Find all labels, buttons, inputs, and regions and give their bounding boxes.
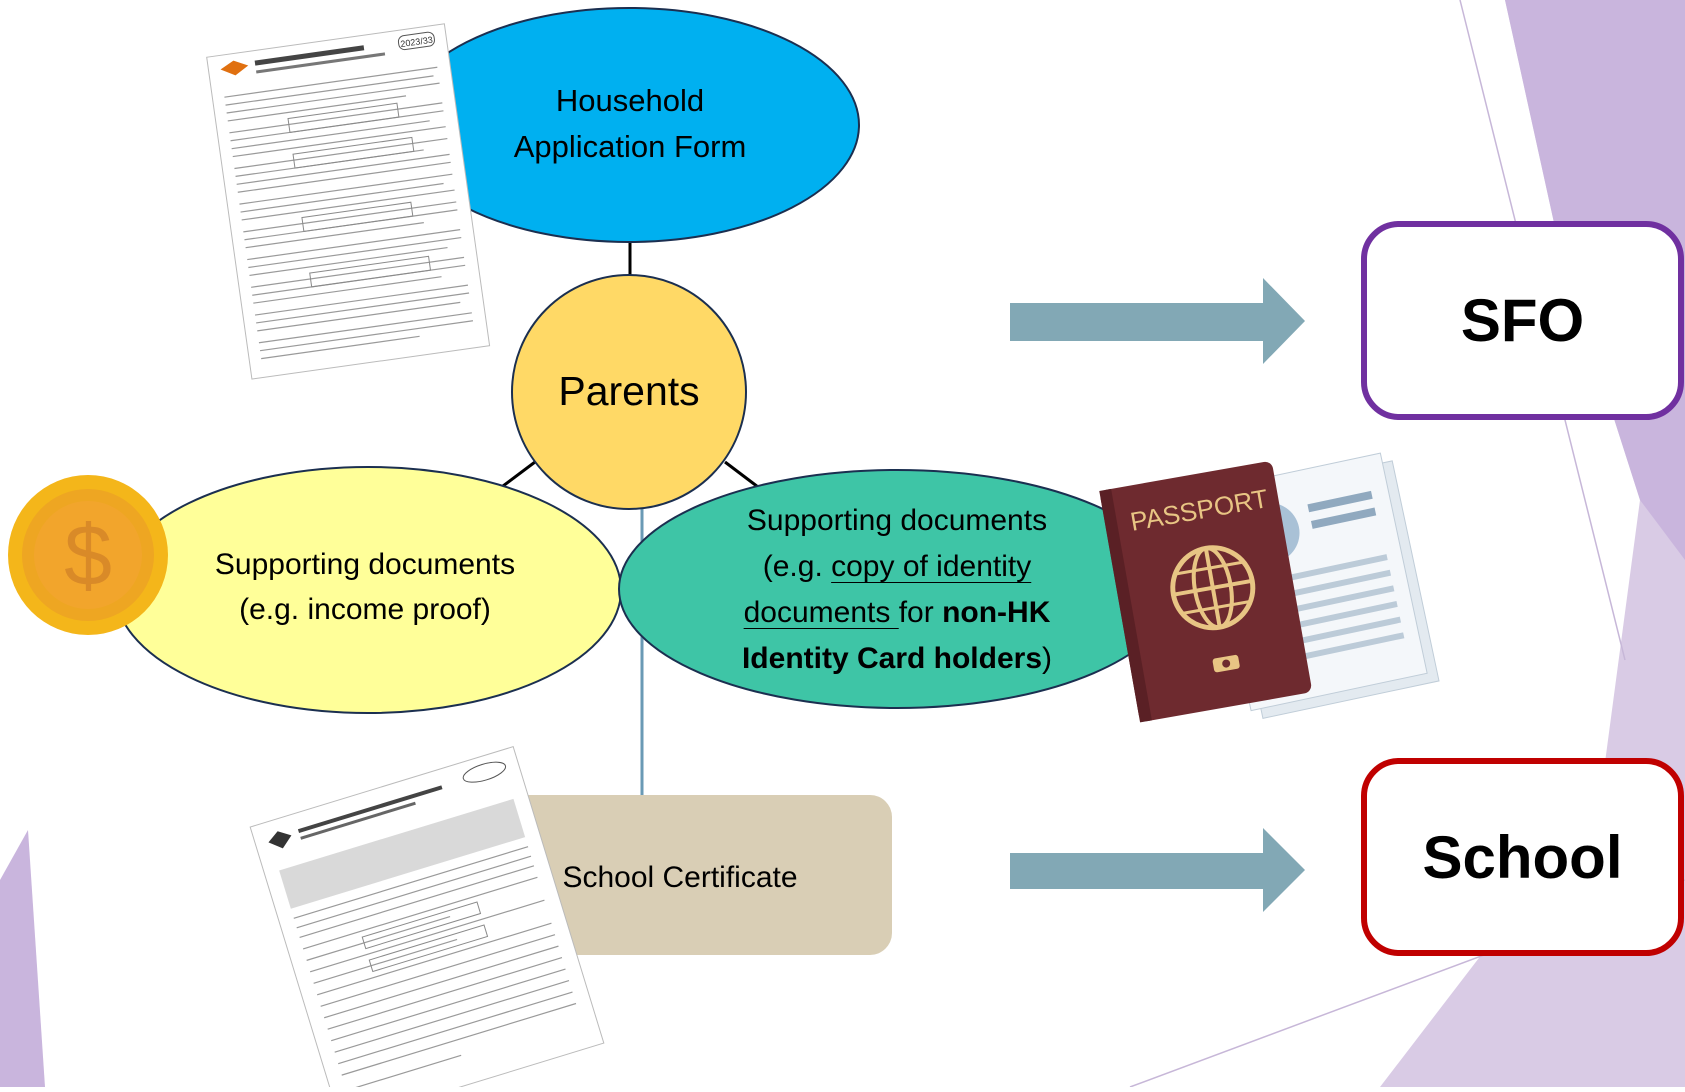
household-label: Household Application Form (430, 78, 830, 170)
school-label: School (1422, 823, 1623, 891)
support-right-line3-plain: for (898, 596, 943, 629)
household-label-line2: Application Form (513, 129, 747, 164)
household-form-image: 2023/33 (206, 23, 491, 380)
parents-label: Parents (558, 368, 700, 414)
sfo-label: SFO (1460, 287, 1585, 354)
sfo-box (1361, 221, 1684, 420)
school-certificate-image (249, 746, 605, 1092)
support-right-line1: Supporting documents (746, 504, 1048, 537)
school-box (1361, 758, 1684, 956)
form-year-stamp: 2023/33 (400, 35, 434, 49)
dollar-coin-icon: $ (8, 475, 168, 635)
school-certificate-node (460, 795, 892, 955)
support-right-line2-prefix: (e.g. (762, 550, 832, 583)
school-cert-label: School Certificate (562, 861, 798, 894)
support-right-line3-underlined: documents (743, 596, 899, 629)
support-left-line2: (e.g. income proof) (239, 593, 491, 626)
arrow-to-sfo (1010, 278, 1305, 364)
parents-node (511, 274, 747, 510)
support-right-line4-suffix: ) (1042, 642, 1053, 675)
coin-glyph: $ (64, 508, 112, 604)
household-label-line1: Household (555, 83, 705, 118)
arrow-to-school (1010, 828, 1305, 912)
support-right-line3-bold: non-HK (942, 596, 1051, 629)
passport-icon: PASSPORT (1099, 452, 1440, 723)
support-right-line2-underlined: copy of identity (831, 550, 1032, 583)
support-right-line4-bold: Identity Card holders (741, 642, 1043, 675)
support-left-label: Supporting documents (e.g. income proof) (170, 542, 560, 632)
support-right-label: Supporting documents (e.g. copy of ident… (677, 498, 1117, 682)
support-left-line1: Supporting documents (214, 548, 516, 581)
